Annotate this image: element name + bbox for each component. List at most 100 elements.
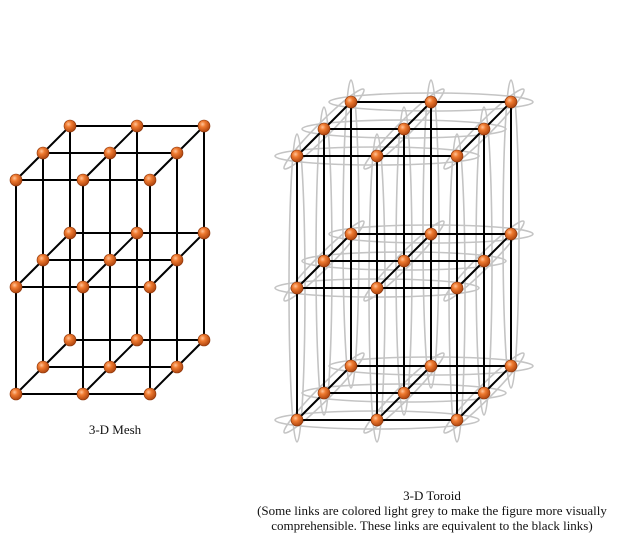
mesh-link [82, 152, 111, 181]
toroid-nodes [290, 95, 518, 427]
toroid-link [483, 365, 512, 394]
mesh-node [197, 226, 211, 240]
mesh-node [143, 173, 157, 187]
mesh-node [197, 119, 211, 133]
toroid-node [477, 386, 491, 400]
mesh-node [103, 146, 117, 160]
toroid-link [403, 233, 432, 262]
toroid-node [290, 413, 304, 427]
mesh-node [103, 360, 117, 374]
mesh-links [15, 125, 205, 395]
toroid-link [323, 101, 352, 130]
mesh-link [82, 259, 111, 288]
toroid-node [397, 122, 411, 136]
mesh-node [63, 333, 77, 347]
toroid-link [323, 233, 352, 262]
mesh-node [76, 387, 90, 401]
toroid-link [296, 392, 325, 421]
mesh-link [149, 152, 178, 181]
mesh-node [143, 280, 157, 294]
toroid-wrap-link [443, 88, 525, 170]
mesh-node [36, 360, 50, 374]
toroid-node [370, 281, 384, 295]
toroid-node [477, 254, 491, 268]
toroid-node [450, 413, 464, 427]
mesh-link [109, 125, 138, 154]
toroid-wrap-link [283, 220, 365, 302]
toroid-node [344, 227, 358, 241]
toroid-caption-note-line2: comprehensible. These links are equivale… [271, 518, 593, 533]
toroid-caption-note-line1: (Some links are colored light grey to ma… [257, 503, 607, 518]
toroid-link [376, 128, 405, 157]
mesh-link [109, 339, 138, 368]
toroid-node [397, 386, 411, 400]
toroid-node [504, 95, 518, 109]
toroid-node [397, 254, 411, 268]
mesh-node [76, 173, 90, 187]
toroid-node [424, 95, 438, 109]
toroid-link [456, 392, 485, 421]
toroid-node [370, 149, 384, 163]
toroid-wrap-link [443, 352, 525, 434]
toroid-node [317, 122, 331, 136]
toroid-link [456, 260, 485, 289]
toroid-node [344, 359, 358, 373]
mesh-link [149, 366, 178, 395]
mesh-link [149, 259, 178, 288]
toroid-link [376, 260, 405, 289]
toroid-wrap-link [443, 220, 525, 302]
mesh-link [42, 125, 71, 154]
toroid-node [370, 413, 384, 427]
mesh-link [42, 339, 71, 368]
toroid-link [376, 392, 405, 421]
toroid-link [456, 128, 485, 157]
toroid-3d-diagram [274, 79, 534, 443]
toroid-wrap-link [363, 220, 445, 302]
mesh-link [176, 339, 205, 368]
mesh-nodes [9, 119, 211, 401]
toroid-node [504, 359, 518, 373]
mesh-node [170, 253, 184, 267]
toroid-wrap-link [283, 352, 365, 434]
mesh-link [15, 152, 44, 181]
mesh-link [15, 259, 44, 288]
toroid-link [323, 365, 352, 394]
mesh-link [176, 232, 205, 261]
mesh-node [9, 387, 23, 401]
toroid-link [403, 101, 432, 130]
mesh-node [130, 333, 144, 347]
mesh-link [176, 125, 205, 154]
toroid-link [296, 128, 325, 157]
toroid-node [317, 386, 331, 400]
toroid-wrap-link [283, 88, 365, 170]
mesh-node [130, 226, 144, 240]
mesh-link [42, 232, 71, 261]
toroid-node [504, 227, 518, 241]
toroid-node [450, 281, 464, 295]
toroid-wrap-link [363, 352, 445, 434]
toroid-node [424, 359, 438, 373]
toroid-node [290, 281, 304, 295]
mesh-node [197, 333, 211, 347]
mesh-link [15, 366, 44, 395]
toroid-node [450, 149, 464, 163]
mesh-node [63, 226, 77, 240]
mesh-node [103, 253, 117, 267]
toroid-node [317, 254, 331, 268]
mesh-node [170, 360, 184, 374]
toroid-wrap-link [363, 88, 445, 170]
mesh-node [143, 387, 157, 401]
toroid-link [483, 101, 512, 130]
mesh-node [63, 119, 77, 133]
mesh-link [82, 366, 111, 395]
toroid-link [483, 233, 512, 262]
mesh-node [170, 146, 184, 160]
toroid-link [403, 365, 432, 394]
toroid-node [290, 149, 304, 163]
toroid-caption: 3-D Toroid (Some links are colored light… [240, 488, 624, 533]
mesh-caption: 3-D Mesh [40, 422, 190, 437]
toroid-link [296, 260, 325, 289]
toroid-caption-title: 3-D Toroid [403, 488, 461, 503]
mesh-node [36, 253, 50, 267]
